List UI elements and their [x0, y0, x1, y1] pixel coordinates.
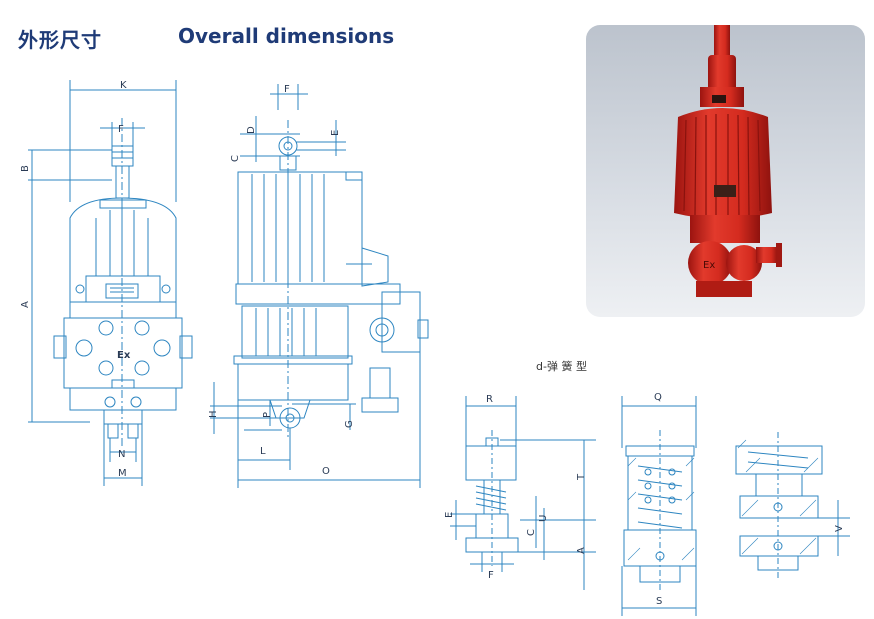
- front-label-K: K: [120, 80, 127, 91]
- front-label-M: M: [118, 468, 127, 479]
- spring-view-2: [621, 396, 697, 616]
- front-label-F: F: [118, 124, 124, 135]
- front-label-N: N: [118, 449, 125, 460]
- spring1-label-T: T: [576, 473, 587, 481]
- front-label-B: B: [20, 165, 31, 172]
- side-label-G: G: [344, 420, 355, 428]
- front-view: [28, 80, 193, 486]
- spring1-label-U: U: [538, 515, 549, 522]
- spring1-label-E: E: [444, 512, 455, 518]
- side-label-C: C: [230, 155, 241, 162]
- thruster-photo-illustration: Ex: [674, 25, 782, 297]
- side-view: [210, 84, 429, 488]
- spring1-label-A: A: [576, 547, 587, 554]
- spring-type-caption: d-弹 簧 型: [536, 360, 587, 373]
- spring2-label-Q: Q: [654, 392, 662, 403]
- front-label-A: A: [20, 301, 31, 308]
- spring-view-3: [735, 432, 850, 580]
- side-label-P: P: [262, 412, 273, 418]
- spring2-label-S: S: [656, 596, 662, 607]
- spring1-label-C: C: [526, 529, 537, 536]
- front-label-Ex: Ex: [117, 350, 131, 361]
- spring1-label-R: R: [486, 394, 493, 405]
- spring1-label-F: F: [488, 570, 494, 581]
- spring-view-1: [450, 396, 596, 590]
- side-label-H: H: [208, 410, 219, 418]
- product-photo: Ex: [586, 25, 865, 317]
- title-chinese: 外形尺寸: [18, 28, 102, 52]
- title-english: Overall dimensions: [178, 24, 395, 48]
- side-label-L: L: [260, 446, 266, 457]
- photo-ex-mark: Ex: [703, 260, 715, 271]
- side-label-F: F: [284, 84, 290, 95]
- spring3-label-V: V: [834, 525, 845, 532]
- side-label-O: O: [322, 466, 330, 477]
- side-label-E: E: [330, 130, 341, 136]
- side-label-D: D: [246, 126, 257, 134]
